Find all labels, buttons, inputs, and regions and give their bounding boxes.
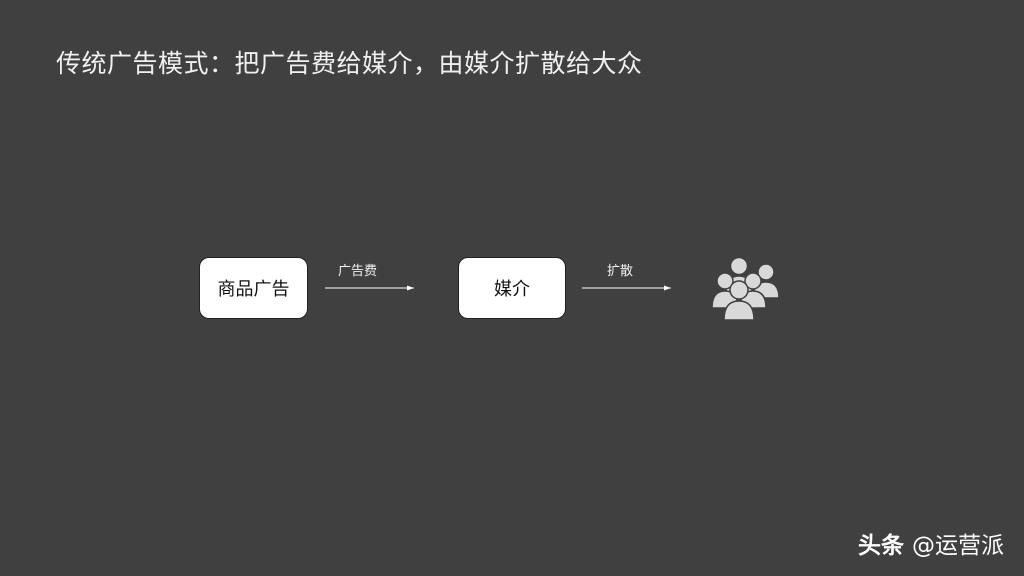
- watermark: 头条 @运营派: [858, 526, 1004, 560]
- people-group-icon: [711, 256, 780, 321]
- node-media-label: 媒介: [494, 279, 530, 300]
- edge-label-fee: 广告费: [338, 264, 378, 279]
- edge-label-spread: 扩散: [607, 264, 634, 279]
- node-product-ad: 商品广告: [199, 257, 308, 319]
- node-media: 媒介: [458, 257, 566, 319]
- slide-title: 传统广告模式：把广告费给媒介，由媒介扩散给大众: [56, 49, 643, 78]
- watermark-handle: @运营派: [912, 533, 1004, 559]
- node-product-ad-label: 商品广告: [217, 279, 290, 300]
- watermark-brand: 头条: [858, 533, 904, 559]
